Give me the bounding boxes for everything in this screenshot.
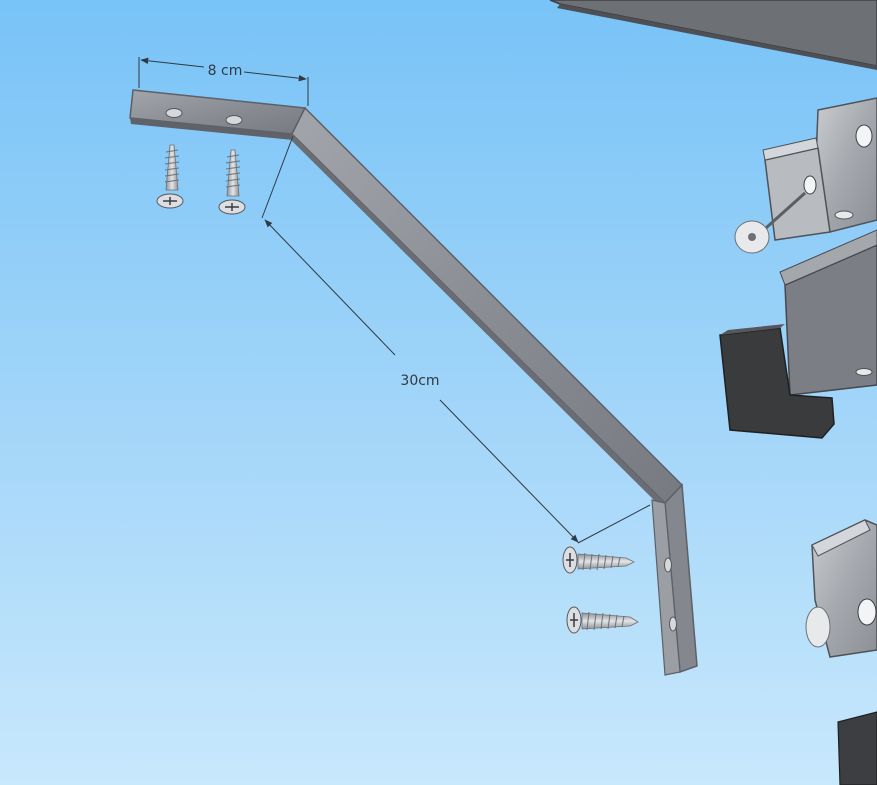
lower-clamp-assembly [805,519,877,785]
upper-clamp-assembly [719,97,877,439]
bracket-hole-icon [664,557,672,573]
length-dimension-label: 30cm [400,373,439,389]
bracket-hole-icon [225,115,243,125]
clamp-hole-icon [857,598,877,626]
rubber-pad [719,327,835,439]
bracket-hole-icon [669,616,677,632]
clamp-hole-icon [855,368,873,376]
length-dimension: 30cm [261,135,651,544]
screw-icon [156,144,184,209]
clamp-hole-icon [803,175,817,195]
top-rail [549,0,877,70]
width-dimension-label: 8 cm [208,63,243,79]
screw-icon [566,606,639,634]
screw-icon [218,149,246,215]
washer-icon [805,606,831,648]
clamp-hole-icon [855,124,873,148]
bracket-hole-icon [165,108,183,118]
width-dimension: 8 cm [138,57,309,106]
mounting-bracket [129,89,698,676]
screw-icon [562,546,635,574]
clamp-hole-icon [834,210,854,220]
